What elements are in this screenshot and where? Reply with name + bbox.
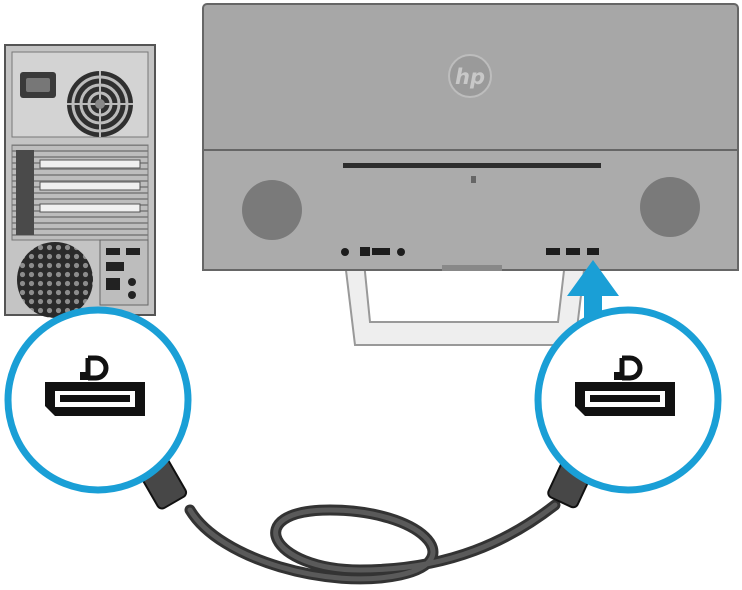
expansion-slot bbox=[39, 203, 141, 213]
callout-monitor-displayport bbox=[534, 306, 722, 494]
usb-port bbox=[546, 248, 560, 255]
displayport-cable bbox=[117, 420, 613, 585]
usb-port bbox=[106, 248, 120, 255]
usb-port bbox=[566, 248, 580, 255]
monitor-stand bbox=[343, 261, 587, 346]
hp-logo-icon: hp bbox=[448, 54, 492, 98]
power-button-icon bbox=[341, 248, 349, 256]
expansion-slot bbox=[39, 181, 141, 191]
hdmi-port bbox=[372, 248, 390, 255]
displayport-port-target bbox=[587, 248, 599, 255]
callout-computer-displayport bbox=[4, 306, 192, 494]
displayport-logo-icon bbox=[614, 355, 643, 381]
usb-port bbox=[126, 248, 140, 255]
case-vent-grill bbox=[17, 242, 93, 318]
monitor-rear: hp bbox=[202, 3, 739, 346]
ethernet-port bbox=[106, 278, 120, 290]
displayport-logo-icon bbox=[80, 355, 109, 381]
computer-tower bbox=[4, 44, 156, 318]
speaker-grille-right bbox=[640, 177, 700, 237]
displayport-port bbox=[106, 262, 124, 271]
hp-logo-text: hp bbox=[455, 65, 485, 89]
power-port bbox=[360, 247, 370, 256]
expansion-slot bbox=[39, 159, 141, 169]
speaker-grille-left bbox=[242, 180, 302, 240]
psu-fan-icon bbox=[67, 71, 133, 137]
arrow-up-icon bbox=[567, 260, 619, 318]
audio-port bbox=[397, 248, 405, 256]
